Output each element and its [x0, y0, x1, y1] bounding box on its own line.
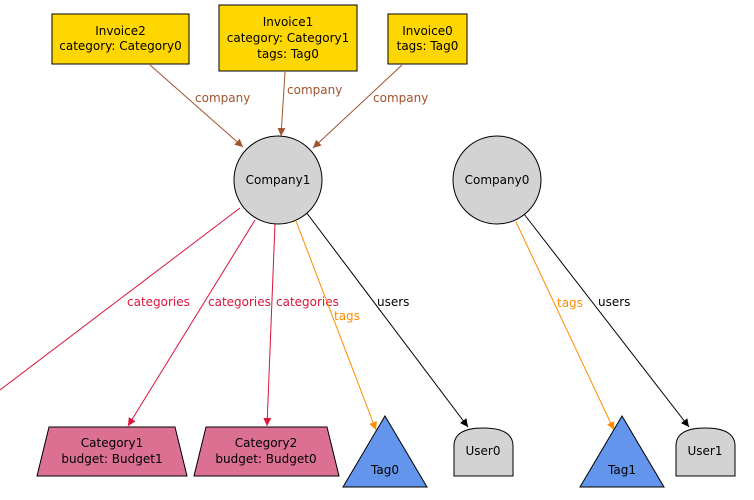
edge-line [263, 223, 276, 427]
edge-line [277, 71, 286, 137]
edge-company0-tag1: tags [515, 221, 615, 431]
edge-label: categories [208, 295, 271, 309]
node-label-line: budget: Budget0 [215, 452, 316, 466]
category-trapezoid [36, 426, 188, 477]
node-tag1[interactable]: Tag1 [579, 415, 665, 488]
edge-company1-category2: categories [263, 223, 339, 427]
user-shape [675, 427, 736, 477]
edge-company1-user0: users [305, 211, 469, 428]
edge-company1-tag0: tags [295, 220, 377, 431]
node-label-line: Company0 [465, 173, 530, 187]
node-category2[interactable]: Category2 budget: Budget0 [193, 426, 340, 477]
company-circle [233, 135, 323, 225]
edge-label: tags [557, 296, 583, 310]
node-label-line: Category2 [235, 436, 297, 450]
edge-line [515, 221, 615, 431]
edge-company1-category1: categories [127, 219, 271, 427]
tag-triangle [342, 415, 428, 488]
category-trapezoid [193, 426, 340, 477]
node-label-line: Tag1 [607, 463, 636, 477]
node-label-line: Category1 [81, 436, 143, 450]
invoice-box [387, 13, 468, 65]
nodes: Invoice2 category: Category0 Invoice1 ca… [36, 4, 736, 488]
edge-label: users [598, 295, 630, 309]
edge-line [523, 213, 690, 428]
edge-label: categories [276, 295, 339, 309]
company-circle [452, 135, 542, 225]
node-label-line: budget: Budget1 [61, 452, 162, 466]
node-invoice2[interactable]: Invoice2 category: Category0 [51, 13, 190, 65]
edges: company company company categories categ… [0, 64, 690, 431]
edge-invoice1-company1: company [277, 71, 342, 137]
edge-line [305, 211, 469, 428]
node-invoice0[interactable]: Invoice0 tags: Tag0 [387, 13, 468, 65]
edge-label: users [377, 295, 409, 309]
edge-company0-user1: users [523, 213, 690, 428]
node-invoice1[interactable]: Invoice1 category: Category1 tags: Tag0 [218, 4, 358, 72]
node-label-line: Company1 [246, 173, 311, 187]
edge-invoice2-company1: company [149, 64, 250, 148]
tag-triangle [579, 415, 665, 488]
edge-company1-categories-offscreen: categories [0, 207, 241, 391]
edge-invoice0-company1: company [312, 64, 428, 149]
edge-label: company [195, 91, 250, 105]
node-label-line: User0 [466, 444, 501, 458]
node-company0[interactable]: Company0 [452, 135, 542, 225]
edge-label: company [287, 83, 342, 97]
edge-line [0, 207, 241, 391]
node-label-line: User1 [688, 444, 723, 458]
node-label-line: category: Category1 [227, 31, 349, 45]
node-label-line: Invoice1 [263, 15, 314, 29]
node-tag0[interactable]: Tag0 [342, 415, 428, 488]
node-label-line: Tag0 [370, 463, 399, 477]
node-category1[interactable]: Category1 budget: Budget1 [36, 426, 188, 477]
node-user1[interactable]: User1 [675, 427, 736, 477]
node-label-line: tags: Tag0 [397, 39, 459, 53]
node-label-line: Invoice2 [95, 24, 146, 38]
edge-line [312, 64, 403, 149]
node-label-line: tags: Tag0 [257, 47, 319, 61]
user-shape [453, 427, 514, 477]
node-company1[interactable]: Company1 [233, 135, 323, 225]
edge-label: categories [127, 295, 190, 309]
edge-line [295, 220, 377, 431]
node-label-line: category: Category0 [59, 39, 181, 53]
invoice-box [218, 4, 358, 72]
edge-label: company [373, 91, 428, 105]
node-user0[interactable]: User0 [453, 427, 514, 477]
edge-label: tags [334, 309, 360, 323]
node-label-line: Invoice0 [402, 24, 453, 38]
invoice-box [51, 13, 190, 65]
edge-line [127, 219, 256, 427]
edge-line [149, 64, 244, 148]
